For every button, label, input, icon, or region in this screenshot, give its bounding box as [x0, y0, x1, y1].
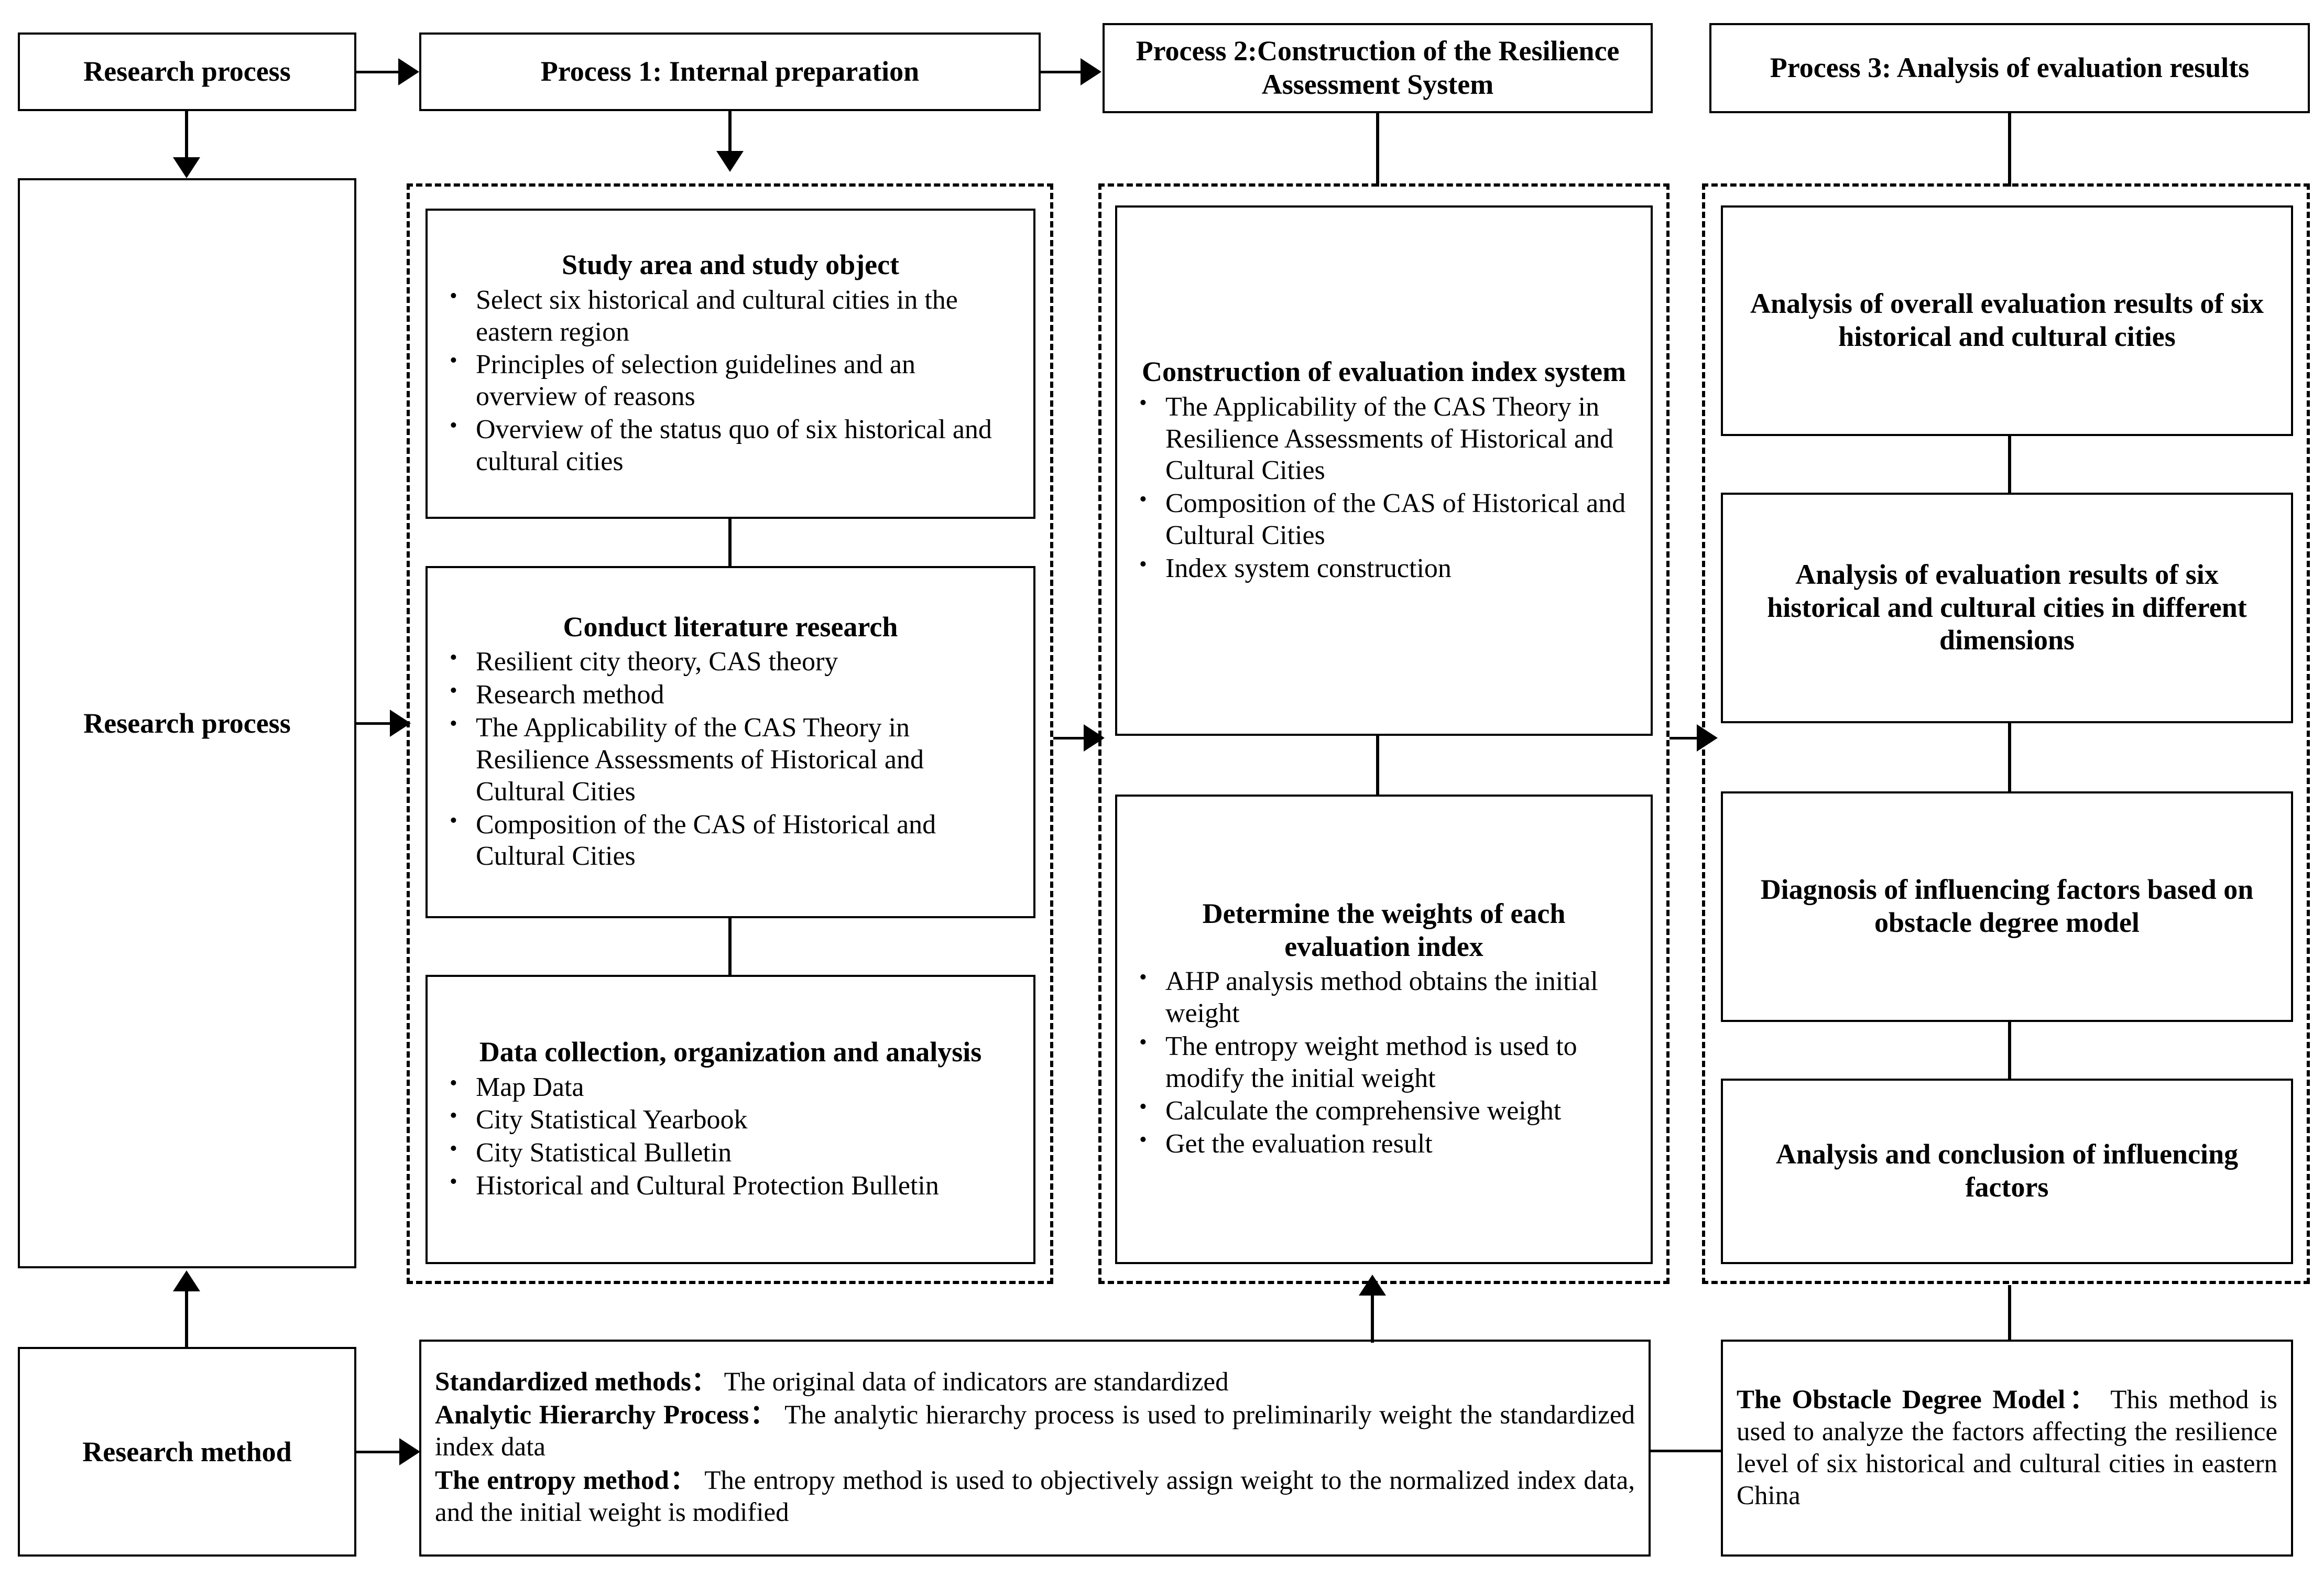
connector-p3-1-to-2: [2008, 436, 2011, 493]
process3-card-conclusion: Analysis and conclusion of influencing f…: [1721, 1079, 2293, 1264]
connector-header-p3-down: [2008, 113, 2011, 187]
left-research-method-box: Research method: [18, 1347, 356, 1557]
process3-card-overall: Analysis of overall evaluation results o…: [1721, 205, 2293, 436]
list-item: Principles of selection guidelines and a…: [450, 348, 1020, 413]
methods-line-2-text: The analytic hierarchy process is used t…: [435, 1400, 1635, 1462]
arrow-methods-to-process2-up: [1359, 1275, 1386, 1296]
obstacle-degree-model-box: The Obstacle Degree Model： This method i…: [1721, 1340, 2293, 1557]
connector-methods-to-obstacle: [1651, 1450, 1722, 1452]
header-process-1-label: Process 1: Internal preparation: [540, 56, 920, 88]
process1-card-study-area-title: Study area and study object: [561, 249, 900, 281]
header-process-3: Process 3: Analysis of evaluation result…: [1709, 23, 2310, 113]
process1-dashed-region: [407, 183, 1053, 1284]
connector-p3-3-to-4: [2008, 1022, 2011, 1079]
header-research-process: Research process: [18, 32, 356, 111]
header-process-2-label: Process 2:Construction of the Resilience…: [1136, 35, 1620, 100]
connector-index-to-weights: [1376, 736, 1379, 795]
process2-card-index-system-title: Construction of evaluation index system: [1141, 356, 1626, 388]
connector-header1-down: [185, 111, 188, 174]
process1-card-data-collection-bullets: Map Data City Statistical Yearbook City …: [428, 1071, 1033, 1203]
process2-card-weights-title: Determine the weights of each evaluation…: [1202, 897, 1566, 962]
list-item: Map Data: [450, 1071, 1020, 1104]
list-item: The Applicability of the CAS Theory in R…: [1139, 390, 1637, 487]
process3-card-overall-title: Analysis of overall evaluation results o…: [1750, 288, 2264, 352]
process3-dashed-region: [1702, 183, 2310, 1284]
process2-card-index-system: Construction of evaluation index system …: [1115, 205, 1653, 736]
process1-card-data-collection-title: Data collection, organization and analys…: [479, 1036, 982, 1068]
methods-line-1: Standardized methods： The original data …: [435, 1366, 1635, 1398]
methods-line-3: The entropy method： The entropy method i…: [435, 1465, 1635, 1529]
process3-card-dimensions: Analysis of evaluation results of six hi…: [1721, 493, 2293, 723]
methods-line-1-label: Standardized methods：: [435, 1367, 718, 1397]
list-item: Historical and Cultural Protection Bulle…: [450, 1169, 1020, 1202]
methods-description-text: Standardized methods： The original data …: [421, 1366, 1649, 1530]
list-item: Resilient city theory, CAS theory: [450, 645, 1020, 678]
methods-line-3-text: The entropy method is used to objectivel…: [435, 1465, 1635, 1527]
list-item: The entropy weight method is used to mod…: [1139, 1030, 1637, 1095]
process1-card-literature: Conduct literature research Resilient ci…: [425, 566, 1035, 918]
arrow-process2-to-process3: [1697, 724, 1718, 752]
obstacle-degree-model-label: The Obstacle Degree Model：: [1737, 1385, 2100, 1415]
list-item: Get the evaluation result: [1139, 1127, 1637, 1160]
arrow-method-to-methods-box: [399, 1438, 420, 1465]
process3-card-conclusion-title: Analysis and conclusion of influencing f…: [1775, 1138, 2239, 1203]
arrow-header-1-to-2: [398, 58, 419, 85]
methods-line-1-text: The original data of indicators are stan…: [717, 1367, 1229, 1397]
list-item: AHP analysis method obtains the initial …: [1139, 965, 1637, 1030]
process3-card-diagnosis-title: Diagnosis of influencing factors based o…: [1760, 874, 2254, 938]
connector-header-1-to-2: [356, 71, 399, 73]
connector-methods-to-process2-up: [1371, 1295, 1374, 1343]
process1-card-literature-bullets: Resilient city theory, CAS theory Resear…: [428, 645, 1033, 874]
left-research-method-label: Research method: [82, 1436, 292, 1467]
process2-card-weights-bullets: AHP analysis method obtains the initial …: [1117, 965, 1651, 1161]
list-item: City Statistical Bulletin: [450, 1136, 1020, 1169]
process1-card-literature-title: Conduct literature research: [563, 611, 898, 643]
connector-header-p1-down: [728, 111, 732, 169]
process1-card-study-area-bullets: Select six historical and cultural citie…: [428, 284, 1033, 479]
connector-left-to-process1: [356, 722, 391, 725]
methods-line-3-label: The entropy method：: [435, 1465, 697, 1495]
header-process-2: Process 2:Construction of the Resilience…: [1103, 23, 1653, 113]
header-research-process-label: Research process: [83, 56, 291, 88]
connector-p3-2-to-3: [2008, 723, 2011, 791]
list-item: City Statistical Yearbook: [450, 1103, 1020, 1136]
process1-card-data-collection: Data collection, organization and analys…: [425, 975, 1035, 1264]
process2-card-index-system-bullets: The Applicability of the CAS Theory in R…: [1117, 390, 1651, 586]
left-research-process-box: Research process: [18, 178, 356, 1268]
list-item: Composition of the CAS of Historical and…: [1139, 487, 1637, 552]
list-item: The Applicability of the CAS Theory in R…: [450, 711, 1020, 808]
process1-card-study-area: Study area and study object Select six h…: [425, 209, 1035, 519]
connector-literature-to-data: [728, 918, 732, 975]
arrow-header-2-to-3: [1081, 58, 1101, 85]
connector-method-to-process-up: [185, 1290, 188, 1348]
arrow-header1-down: [173, 157, 200, 178]
connector-process1-to-process2: [1053, 737, 1086, 739]
obstacle-degree-model-body: This method is used to analyze the facto…: [1737, 1385, 2277, 1511]
list-item: Overview of the status quo of six histor…: [450, 413, 1020, 478]
arrow-method-to-process-up: [173, 1270, 200, 1291]
connector-study-to-literature: [728, 519, 732, 566]
connector-method-to-methods-box: [356, 1451, 400, 1453]
left-research-process-label: Research process: [83, 708, 291, 739]
obstacle-degree-model-text: The Obstacle Degree Model： This method i…: [1723, 1384, 2291, 1513]
list-item: Index system construction: [1139, 552, 1637, 585]
list-item: Calculate the comprehensive weight: [1139, 1094, 1637, 1127]
arrow-header-p1-down: [716, 151, 744, 172]
connector-process2-to-process3: [1670, 737, 1700, 739]
connector-header-p2-down: [1376, 113, 1379, 187]
list-item: Research method: [450, 678, 1020, 711]
header-process-1: Process 1: Internal preparation: [419, 32, 1041, 111]
connector-obstacle-to-process3-up: [2008, 1285, 2011, 1341]
process3-card-dimensions-title: Analysis of evaluation results of six hi…: [1767, 559, 2247, 656]
header-process-3-label: Process 3: Analysis of evaluation result…: [1770, 52, 2250, 84]
methods-description-box: Standardized methods： The original data …: [419, 1340, 1651, 1557]
list-item: Composition of the CAS of Historical and…: [450, 808, 1020, 873]
process2-card-weights: Determine the weights of each evaluation…: [1115, 795, 1653, 1264]
methods-line-2: Analytic Hierarchy Process： The analytic…: [435, 1399, 1635, 1463]
connector-header-2-to-3: [1041, 71, 1082, 73]
list-item: Select six historical and cultural citie…: [450, 284, 1020, 349]
methods-line-2-label: Analytic Hierarchy Process：: [435, 1400, 778, 1430]
process3-card-diagnosis: Diagnosis of influencing factors based o…: [1721, 791, 2293, 1022]
